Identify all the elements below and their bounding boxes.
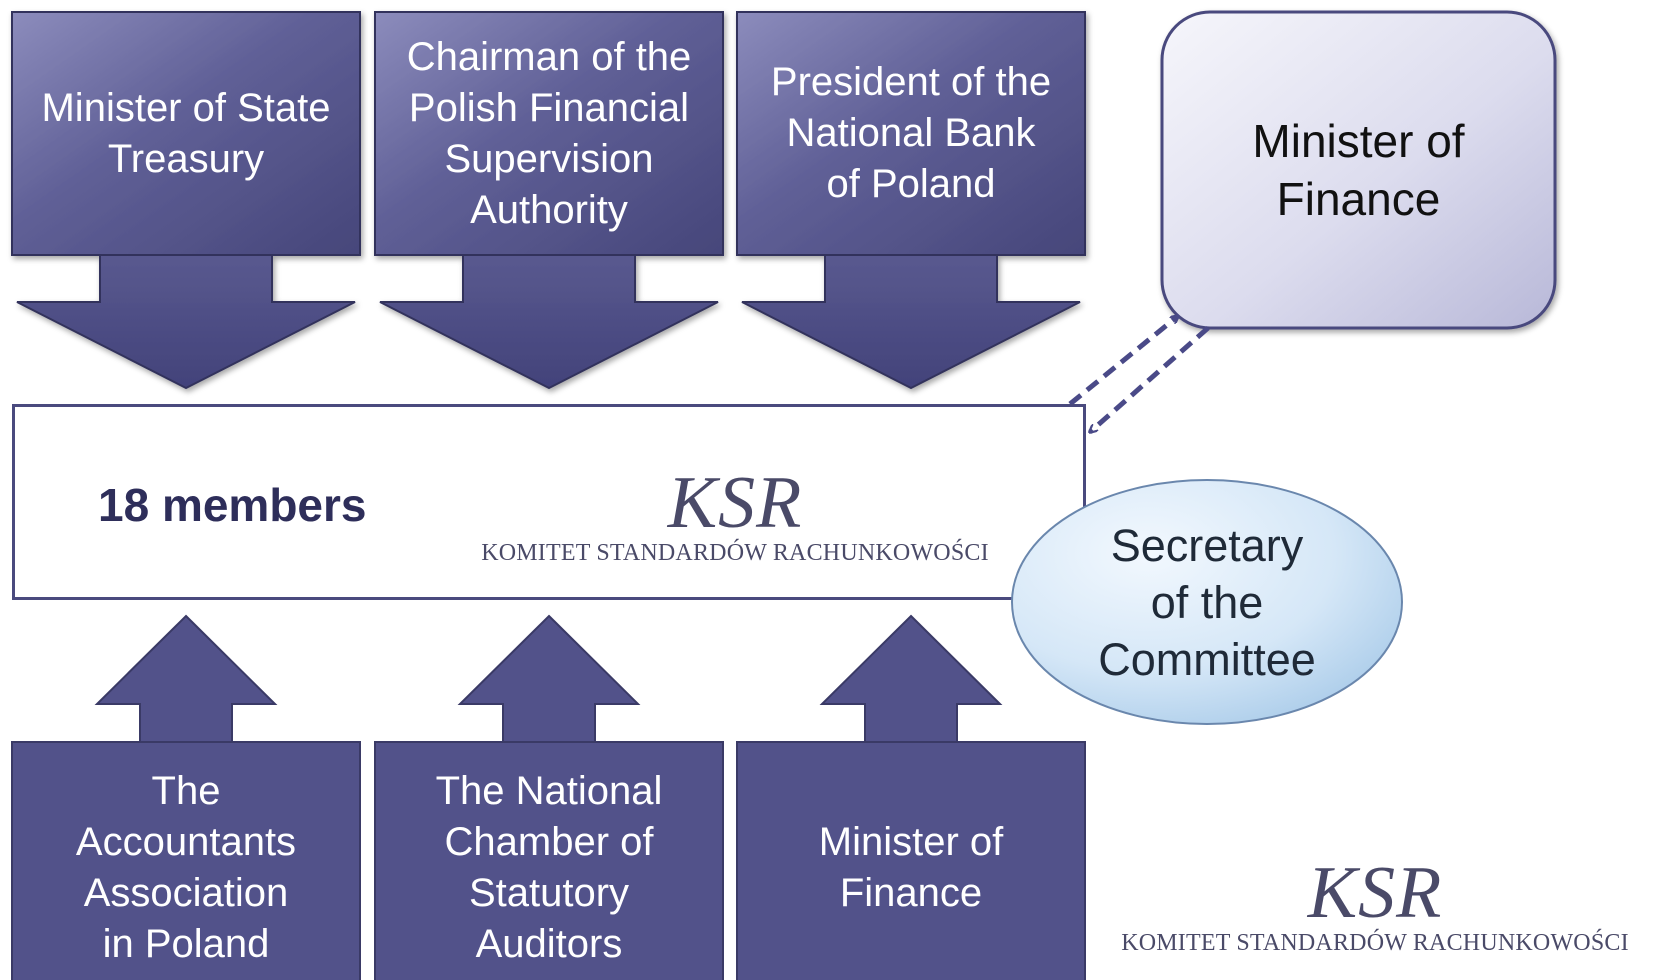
top-box-shape — [374, 11, 724, 256]
members-count-label: 18 members — [98, 479, 367, 531]
bottom-box-group-2 — [374, 614, 724, 980]
up-arrow-shape — [457, 614, 641, 747]
committee-box — [12, 404, 1086, 600]
ksr-logo-subtitle: KOMITET STANDARDÓW RACHUNKOWOŚCI — [1121, 930, 1629, 956]
top-box-shape — [11, 11, 361, 256]
top-box-group-3 — [736, 11, 1086, 390]
up-arrow-shape — [94, 614, 278, 747]
minister-of-finance-box-shape — [1160, 10, 1557, 330]
bottom-box-group-1 — [11, 614, 361, 980]
top-box-group-1 — [11, 11, 361, 390]
ksr-logo-subtitle: KOMITET STANDARDÓW RACHUNKOWOŚCI — [481, 540, 989, 566]
up-arrow-shape — [819, 614, 1003, 747]
bottom-box-group-3 — [736, 614, 1086, 980]
secretary-of-committee-label: Secretary of the Committee — [1098, 519, 1316, 685]
corner-ksr-logo: KSR KOMITET STANDARDÓW RACHUNKOWOŚCI — [1095, 856, 1655, 956]
bottom-box-shape — [374, 741, 724, 980]
dashed-arrow-to-minister — [1068, 316, 1178, 406]
dashed-arrow-to-committee — [1090, 326, 1210, 432]
ksr-logo-mark: KSR — [667, 462, 803, 544]
top-box-label-president-nbp: President of the National Bank of Poland — [770, 60, 1052, 206]
ksr-logo-mark: KSR — [1307, 852, 1443, 934]
down-arrow-shape — [16, 251, 356, 390]
bottom-box-shape — [736, 741, 1086, 980]
down-arrow-shape — [379, 251, 719, 390]
bottom-box-shape — [11, 741, 361, 980]
minister-of-finance-box-label: Minister of Finance — [1252, 115, 1465, 225]
committee-ksr-logo: KSR KOMITET STANDARDÓW RACHUNKOWOŚCI — [455, 466, 1015, 566]
top-box-shape — [736, 11, 1086, 256]
top-box-group-2 — [374, 11, 724, 390]
bottom-box-label-national-chamber: The National Chamber of Statutory Audito… — [435, 769, 663, 966]
bottom-box-label-accountants-association: The Accountants Association in Poland — [75, 769, 297, 966]
top-box-label-minister-of-state-treasury: Minister of State Treasury — [41, 85, 331, 181]
down-arrow-shape — [741, 251, 1081, 390]
top-box-label-chairman-pfsa: Chairman of the Polish Financial Supervi… — [406, 34, 692, 232]
bottom-box-label-minister-of-finance: Minister of Finance — [818, 820, 1004, 915]
